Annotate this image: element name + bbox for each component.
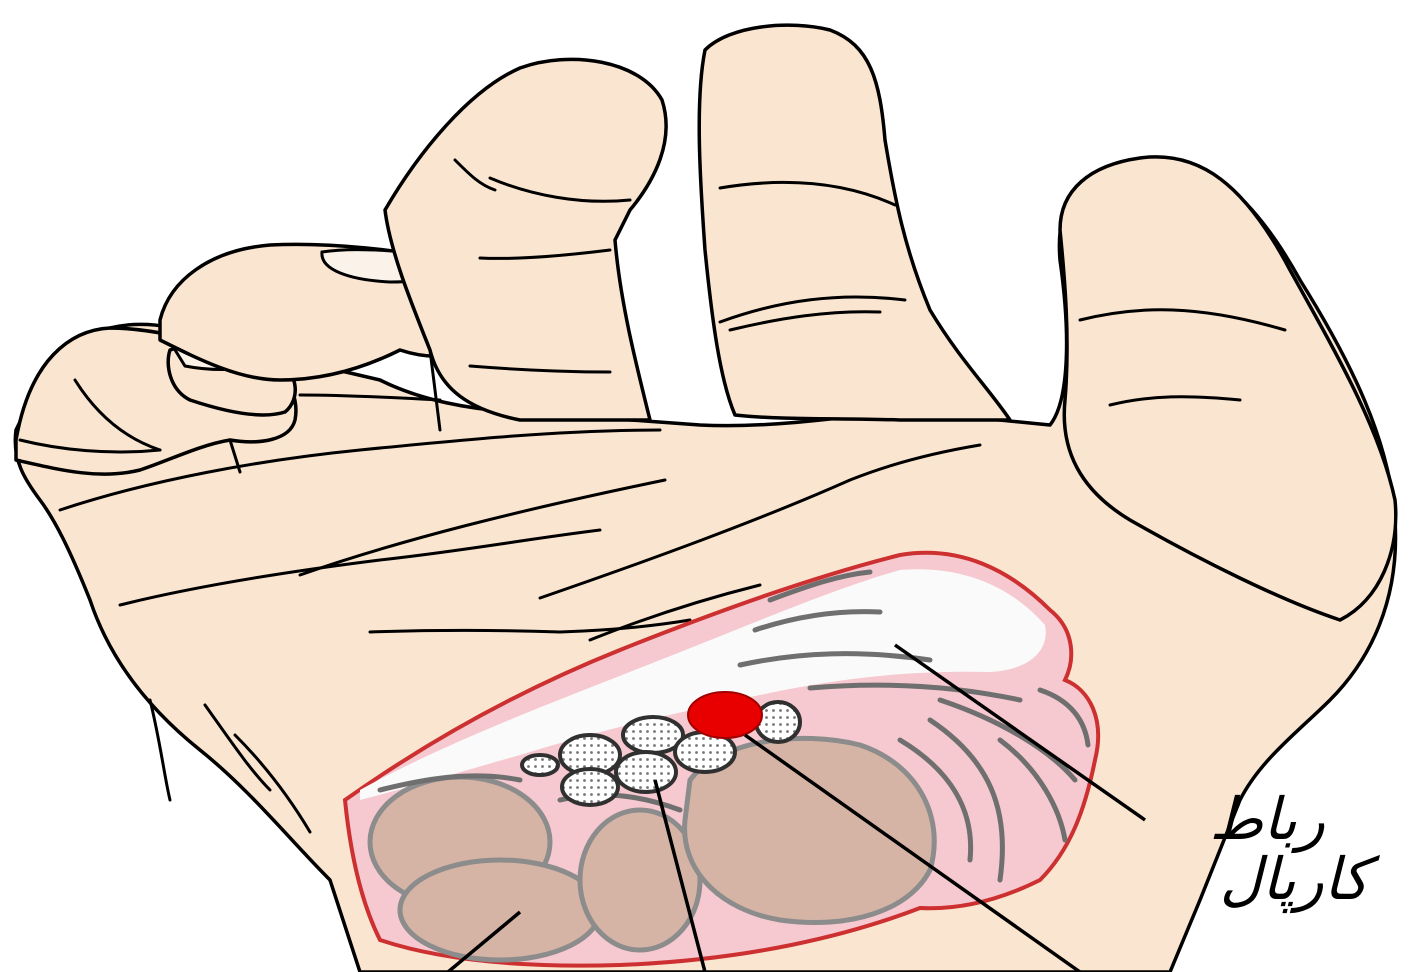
ligament-label-line1: رباط bbox=[1210, 790, 1325, 848]
carpal-bone bbox=[400, 860, 600, 960]
flexor-tendon bbox=[616, 752, 676, 792]
flexor-tendon bbox=[756, 702, 800, 742]
index-finger bbox=[699, 25, 1010, 420]
middle-finger bbox=[385, 59, 666, 420]
flexor-tendon bbox=[522, 755, 558, 775]
ligament-label-line2: کارپال bbox=[1220, 850, 1369, 908]
median-nerve bbox=[688, 692, 762, 738]
flexor-tendon bbox=[562, 769, 618, 805]
